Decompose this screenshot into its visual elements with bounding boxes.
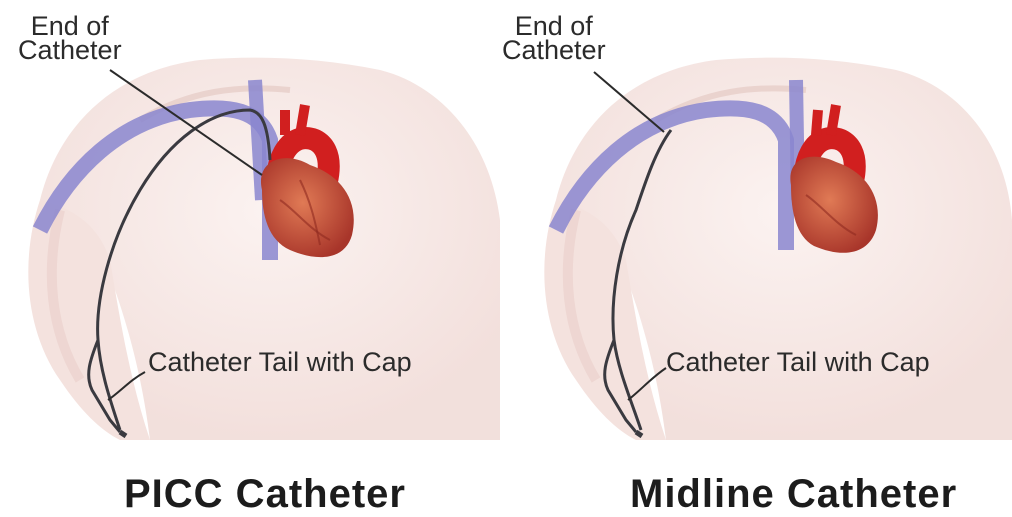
panel-picc: End of Catheter Catheter Tail with Cap P…	[0, 0, 506, 514]
end-of-catheter-label: End of Catheter	[18, 14, 122, 62]
end-label-line2: Catheter	[502, 38, 606, 62]
tail-label: Catheter Tail with Cap	[148, 350, 412, 374]
picc-illustration	[0, 0, 506, 514]
panel-title: PICC Catheter	[124, 472, 406, 517]
panel-midline: End of Catheter Catheter Tail with Cap M…	[506, 0, 1012, 514]
midline-illustration	[506, 0, 1012, 514]
panel-title: Midline Catheter	[630, 472, 957, 517]
end-of-catheter-label: End of Catheter	[502, 14, 606, 62]
end-label-line2: Catheter	[18, 38, 122, 62]
tail-label: Catheter Tail with Cap	[666, 350, 930, 374]
